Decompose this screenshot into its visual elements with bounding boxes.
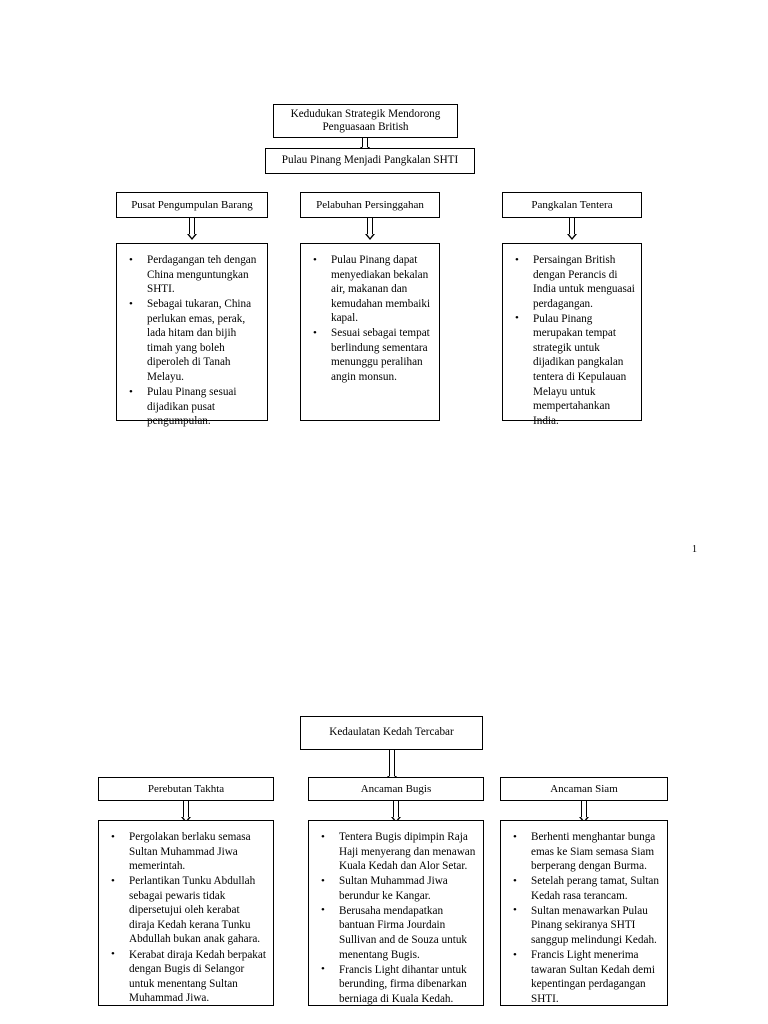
diagram1-column-2-header-box: Pelabuhan Persinggahan [300, 192, 440, 218]
diagram2-column-3-header-box: Ancaman Siam [500, 777, 668, 801]
diagram2-column-3-content-box: Berhenti menghantar bunga emas ke Siam s… [500, 820, 668, 1006]
diagram2-column-2-header-label: Ancaman Bugis [360, 782, 432, 795]
list-item: Berhenti menghantar bunga emas ke Siam s… [507, 830, 661, 874]
diagram2-column-2-header-box: Ancaman Bugis [308, 777, 484, 801]
diagram1-column-2-list: Pulau Pinang dapat menyediakan bekalan a… [307, 253, 433, 385]
list-item: Setelah perang tamat, Sultan Kedah rasa … [507, 874, 661, 903]
diagram1-connector-column-2 [365, 218, 375, 242]
diagram2-root-label: Kedaulatan Kedah Tercabar [329, 726, 454, 739]
arrow-shaft [581, 801, 587, 817]
diagram1-column-3-header-label: Pangkalan Tentera [531, 198, 613, 211]
diagram1-connector-column-1 [187, 218, 197, 242]
arrow-shaft [367, 218, 373, 234]
list-item: Persaingan British dengan Perancis di In… [509, 252, 635, 311]
list-item: Pulau Pinang dapat menyediakan bekalan a… [307, 253, 433, 326]
diagram1-column-2-header-label: Pelabuhan Persinggahan [316, 198, 424, 211]
list-item: Sultan Muhammad Jiwa berundur ke Kangar. [315, 874, 477, 903]
diagram1-column-3-list: Persaingan British dengan Perancis di In… [509, 252, 635, 429]
diagram1-column-1-header-box: Pusat Pengumpulan Barang [116, 192, 268, 218]
diagram2-column-1-content-box: Pergolakan berlaku semasa Sultan Muhamma… [98, 820, 274, 1006]
diagram2-column-2-content-box: Tentera Bugis dipimpin Raja Haji menyera… [308, 820, 484, 1006]
diagram2-column-1-header-label: Perebutan Takhta [147, 782, 225, 795]
diagram2-column-1-list: Pergolakan berlaku semasa Sultan Muhamma… [105, 830, 267, 1006]
diagram1-column-1-header-label: Pusat Pengumpulan Barang [131, 198, 253, 211]
diagram2-column-2-list: Tentera Bugis dipimpin Raja Haji menyera… [315, 830, 477, 1006]
list-item: Perlantikan Tunku Abdullah sebagai pewar… [105, 874, 267, 947]
list-item: Berusaha mendapatkan bantuan Firma Jourd… [315, 903, 477, 962]
list-item: Sultan menawarkan Pulau Pinang sekiranya… [507, 903, 661, 948]
list-item: Pulau Pinang sesuai dijadikan pusat peng… [123, 385, 261, 429]
arrow-shaft [389, 750, 395, 776]
diagram1-column-1-list: Perdagangan teh dengan China menguntungk… [123, 253, 261, 429]
list-item: Sebagai tukaran, China perlukan emas, pe… [123, 297, 261, 384]
diagram1-column-3-content-box: Persaingan British dengan Perancis di In… [502, 243, 642, 427]
diagram1-column-2-content-box: Pulau Pinang dapat menyediakan bekalan a… [300, 243, 440, 421]
list-item: Kerabat diraja Kedah berpakat dengan Bug… [105, 947, 267, 1006]
diagram2-column-3-header-label: Ancaman Siam [550, 782, 618, 795]
diagram1-column-3-header-box: Pangkalan Tentera [502, 192, 642, 218]
diagram1-column-1-content-box: Perdagangan teh dengan China menguntungk… [116, 243, 268, 427]
arrow-shaft [362, 138, 368, 147]
arrow-shaft [393, 801, 399, 817]
arrow-shaft [569, 218, 575, 234]
diagram1-subroot-label: Pulau Pinang Menjadi Pangkalan SHTI [281, 154, 459, 167]
page-number: 1 [692, 544, 697, 555]
diagram2-column-1-header-box: Perebutan Takhta [98, 777, 274, 801]
arrow-shaft [189, 218, 195, 234]
list-item: Tentera Bugis dipimpin Raja Haji menyera… [315, 830, 477, 874]
arrow-head-icon [365, 234, 375, 240]
arrow-shaft [183, 801, 189, 817]
diagram1-subroot-box: Pulau Pinang Menjadi Pangkalan SHTI [265, 148, 475, 174]
list-item: Francis Light dihantar untuk berunding, … [315, 962, 477, 1007]
arrow-head-icon [187, 234, 197, 240]
diagram2-column-3-list: Berhenti menghantar bunga emas ke Siam s… [507, 830, 661, 1006]
list-item: Perdagangan teh dengan China menguntungk… [123, 253, 261, 297]
list-item: Francis Light menerima tawaran Sultan Ke… [507, 947, 661, 1006]
diagram1-connector-column-3 [567, 218, 577, 242]
diagram1-root-box: Kedudukan Strategik Mendorong Penguasaan… [273, 104, 458, 138]
list-item: Pergolakan berlaku semasa Sultan Muhamma… [105, 830, 267, 874]
list-item: Sesuai sebagai tempat berlindung sementa… [307, 326, 433, 384]
diagram2-root-box: Kedaulatan Kedah Tercabar [300, 716, 483, 750]
arrow-head-icon [567, 234, 577, 240]
list-item: Pulau Pinang merupakan tempat strategik … [509, 311, 635, 429]
diagram1-root-label: Kedudukan Strategik Mendorong Penguasaan… [290, 107, 441, 133]
